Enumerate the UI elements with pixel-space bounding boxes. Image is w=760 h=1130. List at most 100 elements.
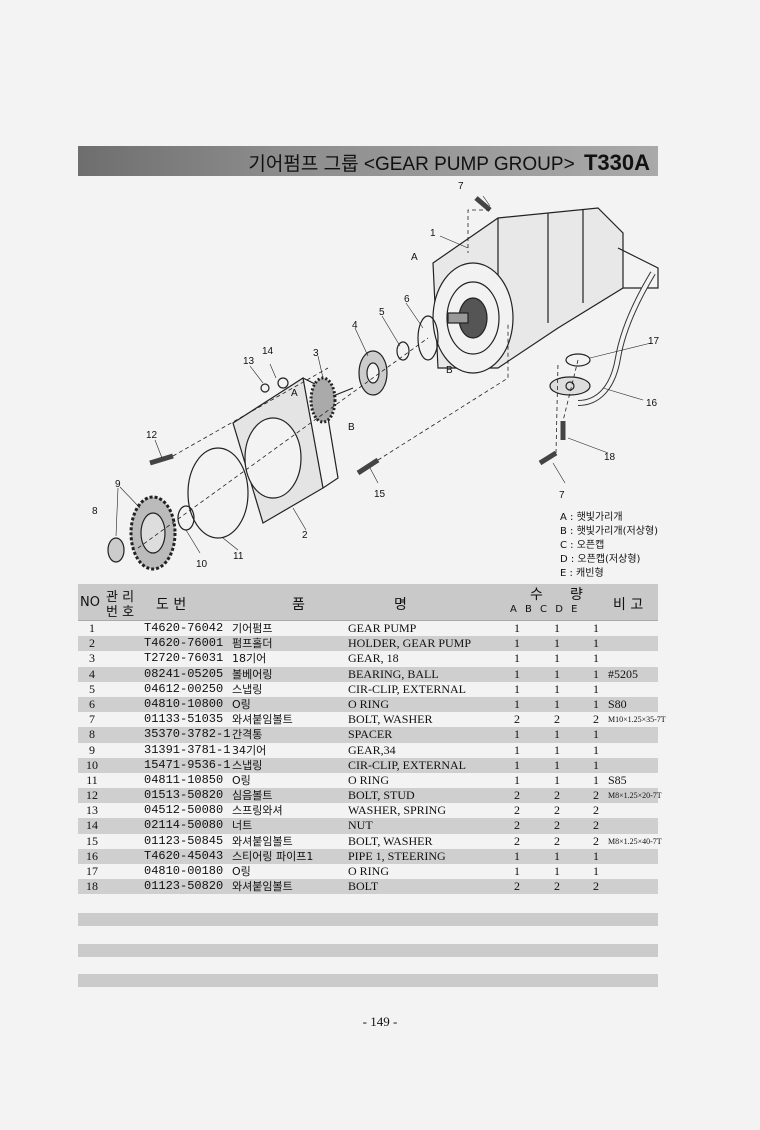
callout-15: 15: [374, 489, 386, 500]
part-name: BOLT, WASHER: [348, 712, 433, 727]
part-name: CIR-CLIP, EXTERNAL: [348, 757, 466, 772]
korean-name: 기어펌프: [232, 622, 273, 635]
korean-name: 스냅링: [232, 682, 263, 696]
gear-pump-body: [432, 207, 659, 374]
drawing-number: 01513-50820: [144, 788, 224, 803]
qty-a: 1: [514, 772, 520, 787]
qty-c: 1: [554, 681, 560, 696]
empty-band: [78, 944, 658, 957]
arrow-label-b-1: B: [348, 422, 355, 433]
qty-c: 2: [554, 712, 560, 727]
qty-e: 1: [593, 636, 599, 651]
part-no: 6: [89, 696, 95, 711]
qty-a: 1: [514, 864, 520, 878]
bolt-7-bottom: [538, 450, 558, 466]
qty-c: 1: [554, 636, 560, 651]
part-name: CIR-CLIP, EXTERNAL: [348, 681, 466, 696]
header-drawing: 도 번: [156, 597, 187, 613]
qty-c: 1: [554, 757, 560, 772]
header-no: NO: [80, 595, 100, 610]
qty-e: 1: [593, 666, 599, 681]
part-no: 10: [86, 757, 98, 772]
qty-c: 2: [554, 879, 560, 894]
qty-a: 2: [514, 879, 520, 894]
qty-c: 1: [554, 621, 560, 635]
korean-name: O링: [232, 865, 251, 878]
korean-name: 펌프홀더: [232, 637, 273, 651]
part-no: 5: [89, 681, 95, 696]
header-qty-top: 수: [530, 587, 543, 603]
callout-12: 12: [146, 430, 158, 441]
stud-bolt-12: [149, 453, 174, 466]
gear-34: [129, 495, 177, 571]
part-no: 14: [86, 818, 98, 833]
empty-band: [78, 913, 658, 926]
qty-c: 1: [554, 742, 560, 757]
part-name: GEAR,34: [348, 742, 396, 757]
empty-band: [78, 974, 658, 987]
qty-e: 1: [593, 621, 599, 635]
drawing-number: T4620-76042: [144, 621, 224, 635]
part-no: 12: [86, 788, 98, 803]
part-no: 7: [89, 712, 95, 727]
qty-e: 2: [593, 712, 599, 727]
qty-c: 1: [554, 848, 560, 863]
gear-18: [309, 376, 354, 424]
korean-name: 스티어링 파이프1: [232, 849, 314, 863]
part-name: NUT: [348, 818, 373, 833]
qty-e: 2: [593, 803, 599, 818]
o-ring-11: [187, 447, 249, 539]
callout-16: 16: [646, 398, 658, 409]
korean-name: 와셔붙임볼트: [232, 713, 293, 727]
qty-e: 1: [593, 681, 599, 696]
legend: A : 햇빛가리개 B : 햇빛가리개(저상형) C : 오픈캡 D : 오픈캡…: [560, 511, 658, 581]
korean-name: 34기어: [232, 743, 267, 757]
arrow-label-a-1: A: [411, 252, 418, 263]
part-no: 13: [86, 803, 98, 818]
bolt-15: [356, 457, 380, 476]
title-english: <GEAR PUMP GROUP>: [363, 154, 575, 175]
part-no: 16: [86, 848, 98, 863]
callout-7-bottom: 7: [559, 490, 565, 501]
remark: S80: [608, 696, 627, 711]
drawing-number: 01133-51035: [144, 712, 224, 727]
drawing-number: 04811-10850: [144, 772, 224, 787]
header-name: 명: [394, 597, 407, 613]
callout-5: 5: [379, 307, 385, 318]
part-name: WASHER, SPRING: [348, 803, 447, 818]
callout-3: 3: [313, 348, 319, 359]
nut-14: [277, 377, 289, 389]
korean-name: 18기어: [232, 652, 267, 666]
callout-8: 8: [92, 506, 98, 517]
part-no: 8: [89, 727, 95, 742]
callout-14: 14: [262, 346, 274, 357]
qty-e: 2: [593, 818, 599, 833]
korean-name: 와셔붙임볼트: [232, 880, 293, 894]
korean-name: 너트: [232, 819, 253, 833]
callout-17: 17: [648, 336, 660, 347]
assembly-lines: [137, 209, 579, 549]
part-name: O RING: [348, 696, 389, 711]
part-no: 1: [89, 621, 95, 635]
header-mgmt-bottom: 번 호: [106, 605, 135, 620]
part-no: 9: [89, 742, 95, 757]
circlip-5: [396, 341, 410, 361]
drawing-number: T2720-76031: [144, 651, 224, 666]
part-name: BEARING, BALL: [348, 666, 439, 681]
o-ring-17: [565, 353, 591, 367]
legend-item-e: E : 캐빈형: [560, 568, 604, 579]
drawing-number: 04612-00250: [144, 681, 224, 696]
korean-name: 볼베어링: [232, 667, 273, 681]
title-model: T330A: [583, 150, 650, 175]
qty-a: 1: [514, 696, 520, 711]
drawing-number: 04810-00180: [144, 864, 224, 878]
